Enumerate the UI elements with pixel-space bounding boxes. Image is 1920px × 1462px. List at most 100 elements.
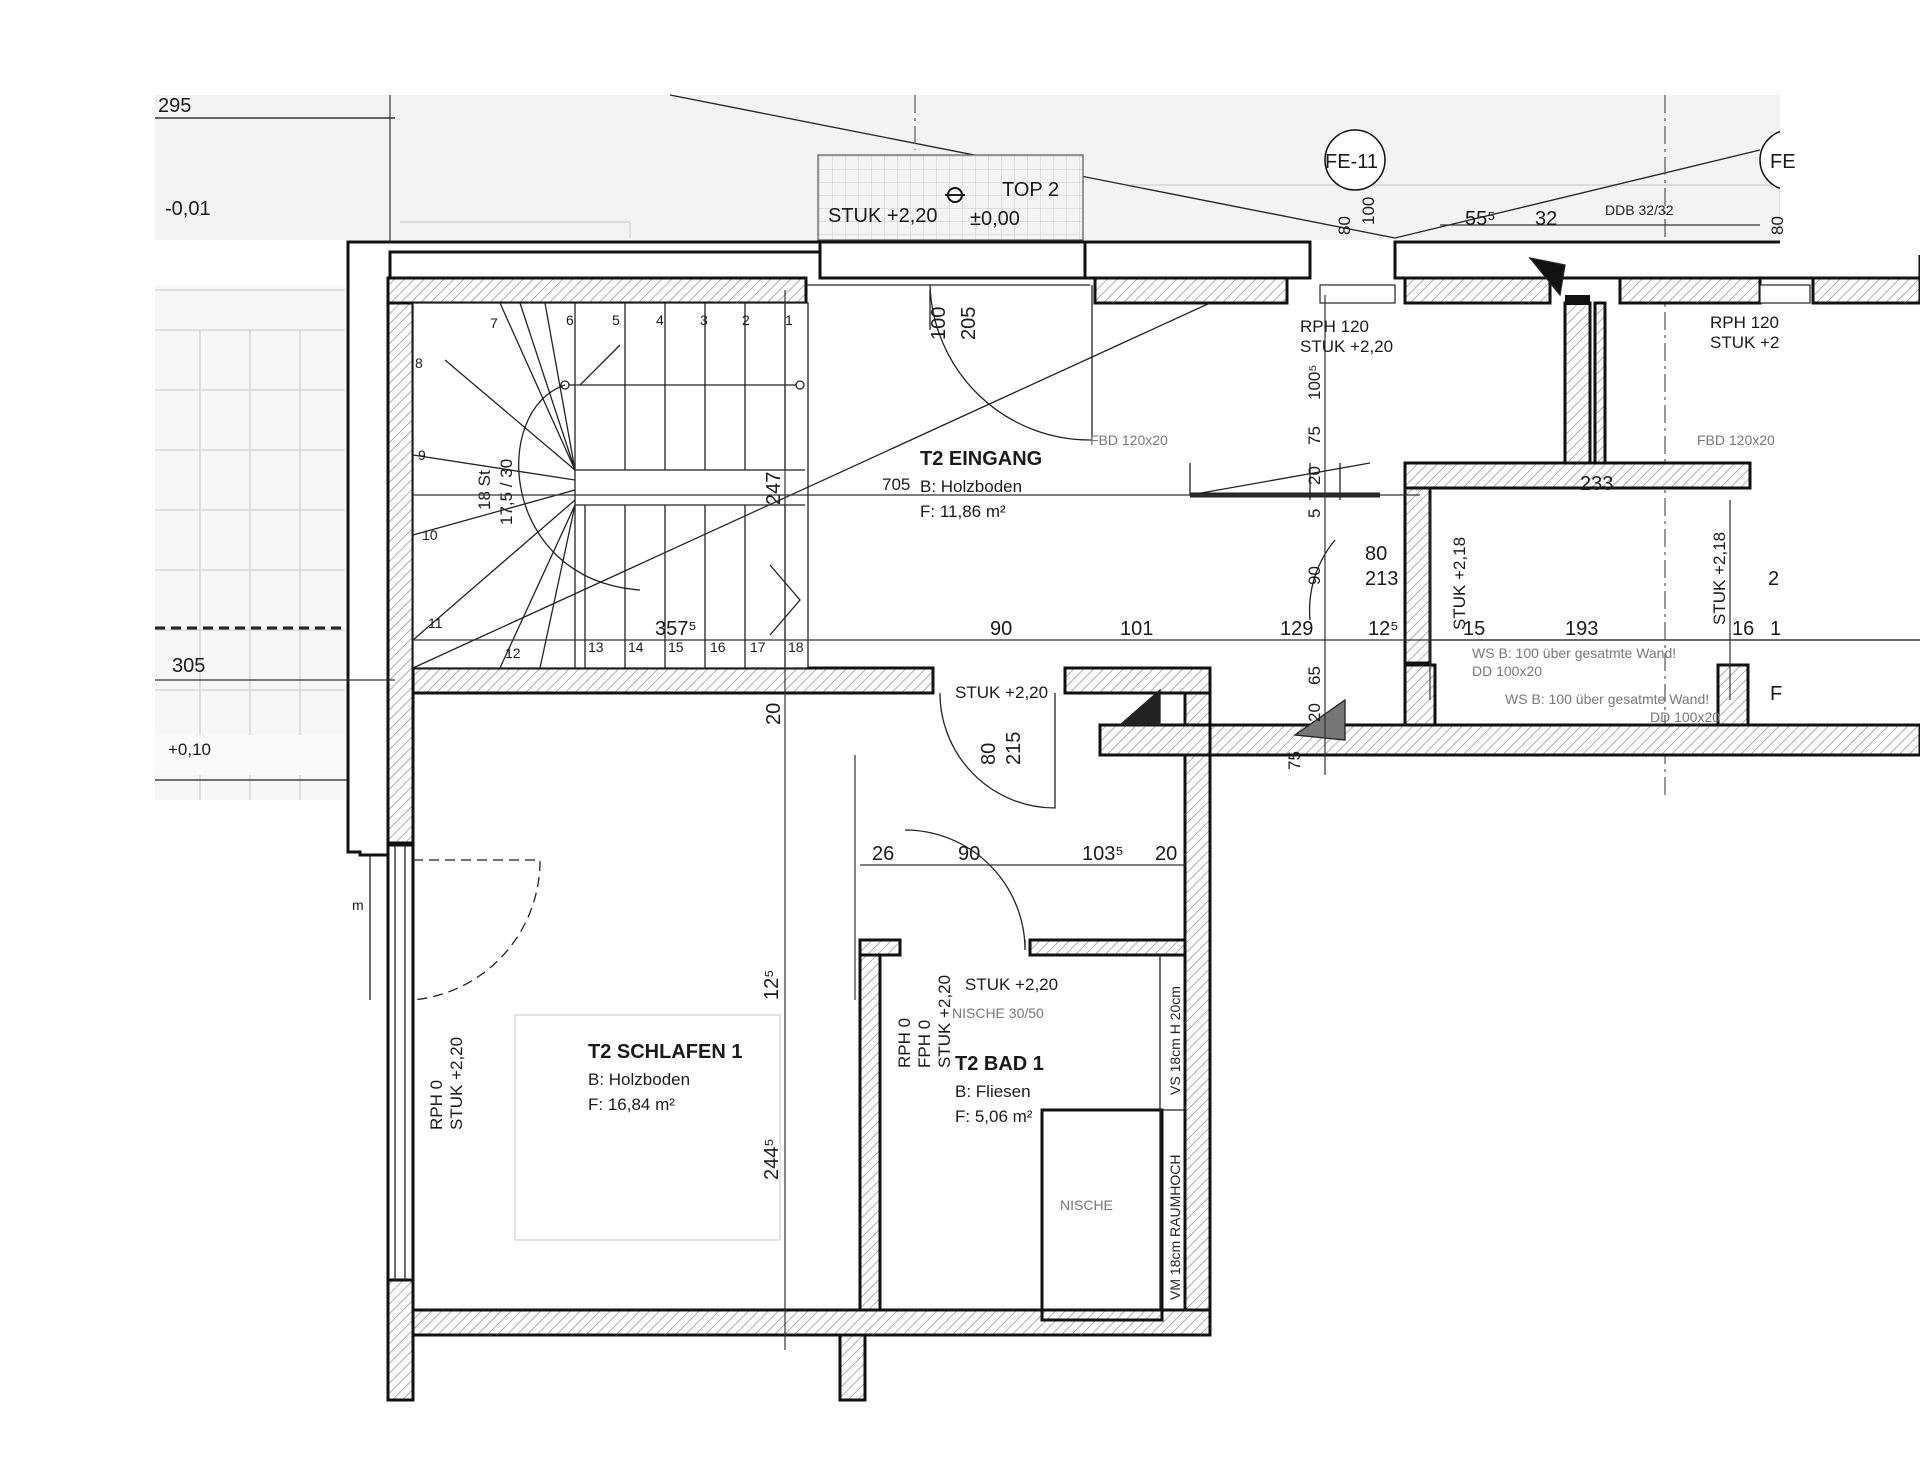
label-vm: VM 18cm RAUMHOCH bbox=[1167, 1155, 1183, 1300]
label-ws: WS B: 100 über gesatmte Wand! bbox=[1505, 691, 1709, 707]
dim-text: 103⁵ bbox=[1082, 843, 1124, 865]
label-stuk: STUK +2,20 bbox=[1300, 337, 1393, 356]
dim-text: 247 bbox=[763, 472, 785, 505]
dim-text: 90 bbox=[958, 843, 980, 865]
step-number: 14 bbox=[628, 639, 644, 655]
room-floor: B: Fliesen bbox=[955, 1082, 1031, 1101]
label-stuk: STUK +2 bbox=[1710, 333, 1779, 352]
step-number: 3 bbox=[700, 312, 708, 328]
dim-text: 55⁵ bbox=[1465, 208, 1496, 230]
step-number: 5 bbox=[612, 312, 620, 328]
step-number: 10 bbox=[422, 527, 438, 543]
exterior-area bbox=[155, 94, 1785, 800]
label-fbd: FBD 120x20 bbox=[1697, 432, 1775, 448]
step-number: 12 bbox=[505, 645, 521, 661]
label-dd: DD 100x20 bbox=[1472, 663, 1542, 679]
label-stuk: STUK +2,20 bbox=[828, 205, 938, 227]
label-ws: WS B: 100 über gesatmte Wand! bbox=[1472, 645, 1676, 661]
dim-text: 90 bbox=[990, 618, 1012, 640]
section-fe11: FE-11 bbox=[1325, 151, 1378, 173]
dim-text: 100 bbox=[1359, 197, 1378, 225]
dim-text: 5 bbox=[1305, 509, 1324, 518]
dim-text: 80 bbox=[1768, 216, 1787, 235]
room-bad: T2 BAD 1 B: Fliesen F: 5,06 m² bbox=[955, 955, 1185, 1322]
label-fbd: FBD 120x20 bbox=[1090, 432, 1168, 448]
dim-text: 705 bbox=[882, 475, 910, 494]
dim-text: 65 bbox=[1305, 666, 1324, 685]
label-ddb: DDB 32/32 bbox=[1605, 202, 1674, 218]
dimension-texts: 295 305 80 100 55⁵ 32 80 100 205 100⁵ 75… bbox=[158, 95, 1787, 1180]
dim-text: F bbox=[1770, 683, 1782, 705]
dim-text: 80 bbox=[1335, 216, 1354, 235]
dim-text: 20 bbox=[763, 703, 785, 725]
stair-count: 18 St bbox=[475, 470, 494, 510]
dim-text: 100⁵ bbox=[1305, 365, 1324, 400]
step-number: 9 bbox=[418, 447, 426, 463]
step-number: 2 bbox=[742, 312, 750, 328]
level-mark: -0,01 bbox=[165, 198, 211, 220]
label-nische: NISCHE bbox=[1060, 1197, 1113, 1213]
step-number: 6 bbox=[566, 312, 574, 328]
dim-text: 90 bbox=[1305, 566, 1324, 585]
dim-text: 32 bbox=[1535, 208, 1557, 230]
dim-text: 233 bbox=[1580, 473, 1613, 495]
dim-text: 193 bbox=[1565, 618, 1598, 640]
step-number: 11 bbox=[428, 615, 443, 631]
walls bbox=[346, 240, 1920, 1402]
dim-text: 129 bbox=[1280, 618, 1313, 640]
dim-text: 100 bbox=[928, 307, 950, 340]
dim-text: 357⁵ bbox=[655, 618, 697, 640]
step-number: 18 bbox=[788, 639, 804, 655]
label-stuk: STUK +2,20 bbox=[447, 1037, 466, 1130]
step-number: 16 bbox=[710, 639, 726, 655]
room-floor: B: Holzboden bbox=[588, 1070, 690, 1089]
dim-text: 2 bbox=[1768, 568, 1779, 590]
dim-text: 1 bbox=[1770, 618, 1781, 640]
room-area: F: 16,84 m² bbox=[588, 1095, 675, 1114]
label-stuk: STUK +2,18 bbox=[1710, 532, 1729, 625]
label-rph: RPH 120 bbox=[1710, 313, 1779, 332]
dim-text: 213 bbox=[1365, 568, 1398, 590]
room-name: T2 EINGANG bbox=[920, 448, 1042, 470]
room-area: F: 5,06 m² bbox=[955, 1107, 1033, 1126]
label-level-zero: ±0,00 bbox=[970, 208, 1020, 230]
dim-text: 101 bbox=[1120, 618, 1153, 640]
step-number: 13 bbox=[588, 639, 604, 655]
room-floor: B: Holzboden bbox=[920, 477, 1022, 496]
label-top: TOP 2 bbox=[1002, 179, 1059, 201]
labels: TOP 2 STUK +2,20 ±0,00 FE-11 FE DDB 32/3… bbox=[165, 151, 1796, 1300]
cut-label: m bbox=[352, 897, 364, 913]
room-name: T2 BAD 1 bbox=[955, 1053, 1044, 1075]
label-vs: VS 18cm H 20cm bbox=[1167, 986, 1183, 1095]
dim-text: 16 bbox=[1732, 618, 1754, 640]
label-stuk: STUK +2,20 bbox=[965, 975, 1058, 994]
dim-text: 26 bbox=[872, 843, 894, 865]
dim-text: 20 bbox=[1305, 703, 1324, 722]
room-schlafen: T2 SCHLAFEN 1 B: Holzboden F: 16,84 m² bbox=[514, 1014, 781, 1241]
section-markers bbox=[1324, 95, 1920, 255]
room-name: T2 SCHLAFEN 1 bbox=[588, 1041, 742, 1063]
dim-text: 20 bbox=[1305, 466, 1324, 485]
level-mark: +0,10 bbox=[168, 740, 211, 759]
step-number: 4 bbox=[656, 312, 664, 328]
room-eingang: T2 EINGANG B: Holzboden F: 11,86 m² bbox=[920, 448, 1042, 521]
label-rph: RPH 0 bbox=[427, 1080, 446, 1130]
step-number: 1 bbox=[785, 312, 793, 328]
dim-text: 215 bbox=[1003, 732, 1025, 765]
dim-text: 80 bbox=[1365, 543, 1387, 565]
dim-text: 305 bbox=[172, 655, 205, 677]
dim-text: 12⁵ bbox=[761, 969, 783, 1000]
dim-text: 20 bbox=[1155, 843, 1177, 865]
step-number: 15 bbox=[668, 639, 684, 655]
label-rph: RPH 120 bbox=[1300, 317, 1369, 336]
dim-text: 295 bbox=[158, 95, 191, 117]
label-rph: RPH 0 bbox=[895, 1018, 914, 1068]
dim-text: 80 bbox=[978, 743, 1000, 765]
section-fe: FE bbox=[1770, 151, 1796, 173]
stair-ratio: 17,5 / 30 bbox=[497, 459, 516, 525]
dimension-lines bbox=[155, 95, 1920, 1350]
label-stuk: STUK +2,18 bbox=[1450, 537, 1469, 630]
dim-text: 244⁵ bbox=[761, 1138, 783, 1180]
dim-text: 205 bbox=[958, 307, 980, 340]
step-number: 8 bbox=[415, 355, 423, 371]
